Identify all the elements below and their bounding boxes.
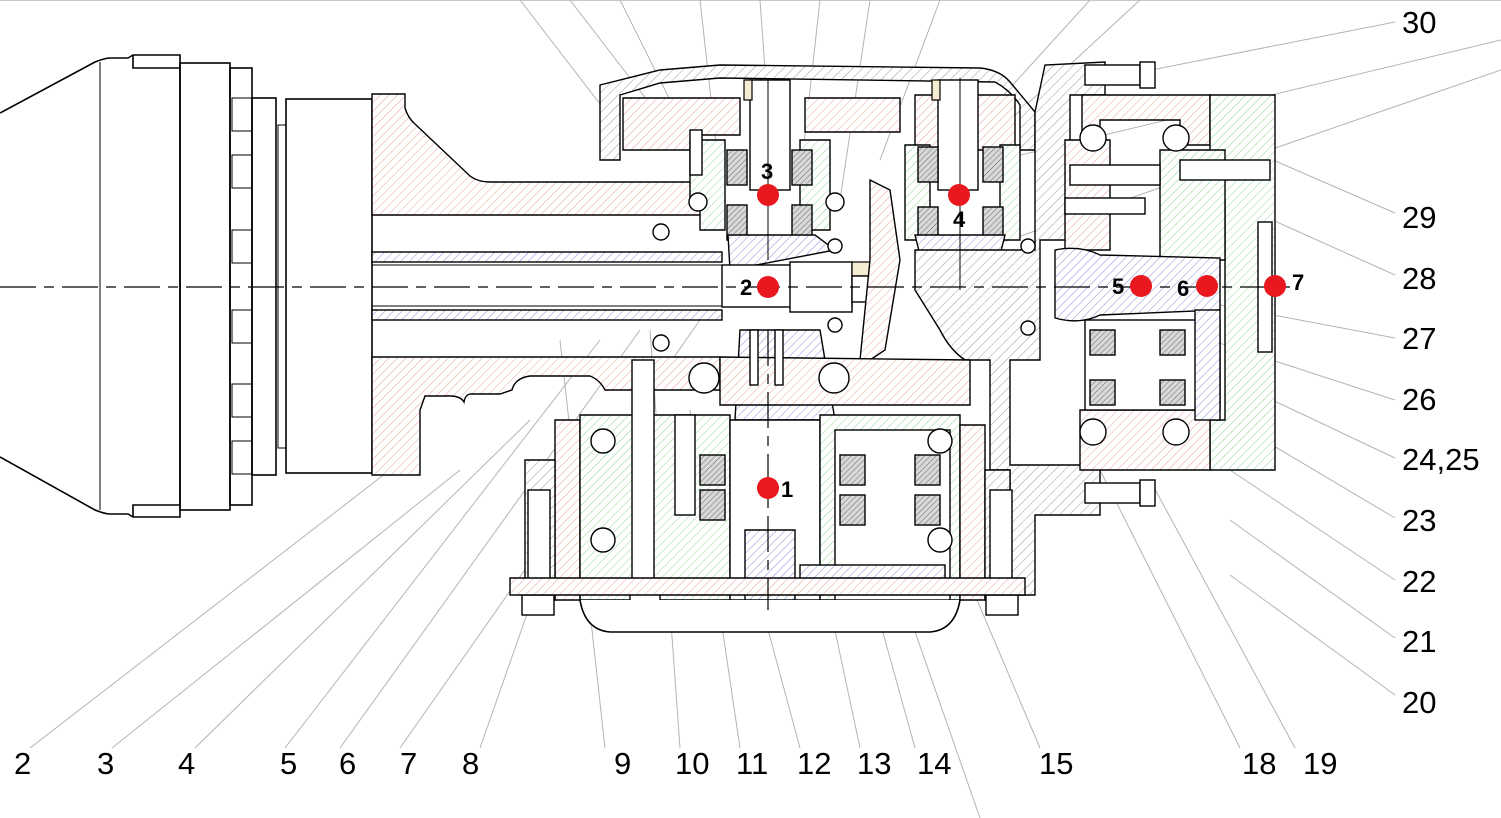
callout-2: 2 bbox=[14, 746, 31, 781]
point-7: 7 bbox=[1264, 270, 1304, 297]
callout-26: 26 bbox=[1402, 382, 1436, 417]
callout-12: 12 bbox=[797, 746, 831, 781]
point-4-label: 4 bbox=[953, 207, 966, 232]
output-assembly bbox=[1054, 94, 1276, 471]
callout-9: 9 bbox=[614, 746, 631, 781]
callout-13: 13 bbox=[857, 746, 891, 781]
bolts bbox=[689, 61, 1156, 507]
top-border bbox=[0, 0, 1501, 1]
callout-7: 7 bbox=[400, 746, 417, 781]
callout-8: 8 bbox=[462, 746, 479, 781]
callout-4: 4 bbox=[178, 746, 195, 781]
callout-22: 22 bbox=[1402, 564, 1436, 599]
callout-18: 18 bbox=[1242, 746, 1276, 781]
point-6-label: 6 bbox=[1177, 276, 1189, 301]
center-lines bbox=[0, 78, 1290, 610]
motor-fins bbox=[231, 97, 253, 475]
point-4: 4 bbox=[948, 184, 970, 232]
motor-housing bbox=[0, 54, 373, 518]
point-markers: 1 2 3 4 5 6 7 bbox=[740, 159, 1304, 502]
callout-28: 28 bbox=[1402, 261, 1436, 296]
callout-21: 21 bbox=[1402, 624, 1436, 659]
callout-24-25: 24,25 bbox=[1402, 442, 1480, 477]
callout-23: 23 bbox=[1402, 503, 1436, 538]
point-5: 5 bbox=[1112, 274, 1152, 299]
intermediate-gears bbox=[622, 79, 1016, 191]
point-3: 3 bbox=[757, 159, 779, 206]
callout-10: 10 bbox=[675, 746, 709, 781]
point-5-label: 5 bbox=[1112, 274, 1124, 299]
top-cover bbox=[599, 64, 1036, 161]
callout-5: 5 bbox=[280, 746, 297, 781]
callouts-bottom: 2 3 4 5 6 7 8 9 10 11 12 13 14 15 18 19 bbox=[14, 746, 1337, 781]
callout-30: 30 bbox=[1402, 5, 1436, 40]
callout-19: 19 bbox=[1303, 746, 1337, 781]
ball-bearings bbox=[590, 124, 1190, 553]
point-1: 1 bbox=[757, 477, 793, 502]
point-3-label: 3 bbox=[761, 159, 773, 184]
bottom-stage bbox=[509, 359, 1026, 633]
callout-27: 27 bbox=[1402, 321, 1436, 356]
callout-14: 14 bbox=[917, 746, 951, 781]
callout-20: 20 bbox=[1402, 685, 1436, 720]
point-7-label: 7 bbox=[1292, 270, 1304, 295]
point-2: 2 bbox=[740, 275, 779, 300]
point-6: 6 bbox=[1177, 275, 1218, 301]
callout-15: 15 bbox=[1039, 746, 1073, 781]
callout-29: 29 bbox=[1402, 200, 1436, 235]
callout-3: 3 bbox=[97, 746, 114, 781]
point-2-label: 2 bbox=[740, 275, 752, 300]
callouts-right: 30 29 28 27 26 24,25 23 22 21 20 bbox=[1402, 5, 1480, 720]
point-1-label: 1 bbox=[781, 477, 793, 502]
callout-6: 6 bbox=[339, 746, 356, 781]
callout-11: 11 bbox=[736, 746, 768, 781]
